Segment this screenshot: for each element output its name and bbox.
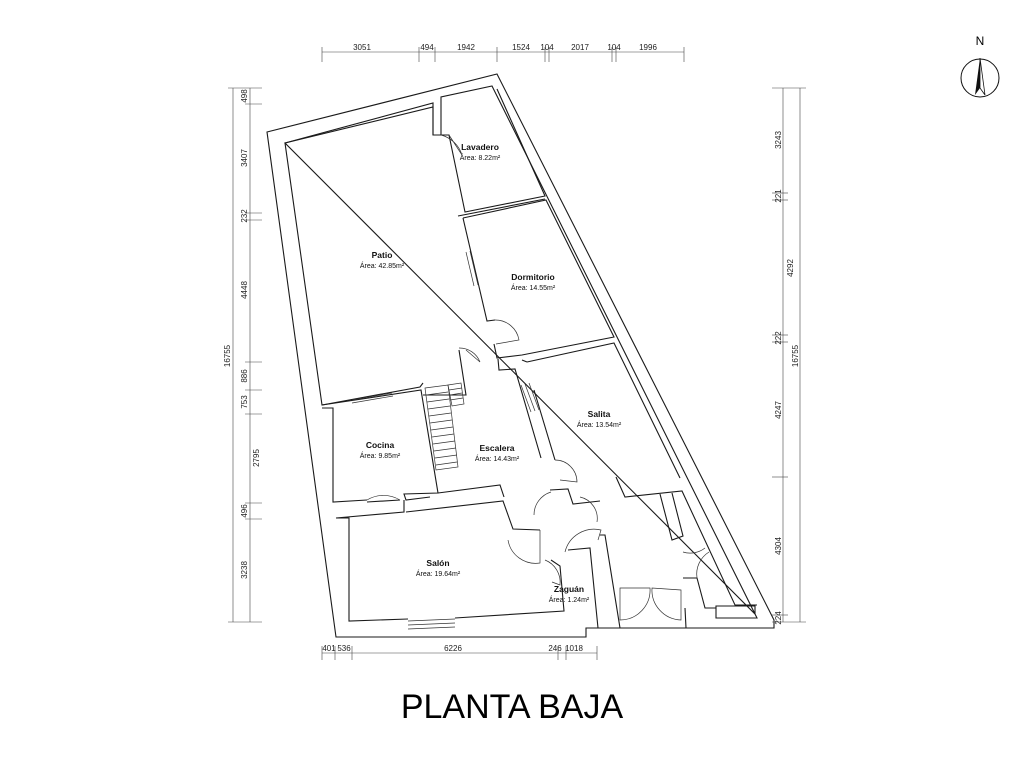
door-side: [682, 547, 706, 554]
door-salon: [507, 530, 541, 564]
room-area-escalera: Área: 14.43m²: [475, 454, 520, 463]
dim-bottom-4: 1018: [565, 644, 583, 653]
door-zaguan: [544, 559, 561, 586]
dim-top-0: 3051: [353, 43, 371, 52]
dimension-top: 3051 494 1942 1524 104 2017 104 1996: [321, 43, 685, 62]
dim-top-2: 1942: [457, 43, 475, 52]
dim-left-7: 496: [240, 504, 249, 518]
room-area-zaguan: Área: 1.24m²: [549, 595, 590, 604]
room-area-salita: Área: 13.54m²: [577, 420, 622, 429]
room-name-escalera: Escalera: [480, 443, 515, 453]
room-name-lavadero: Lavadero: [461, 142, 499, 152]
interior-walls: [284, 88, 757, 629]
north-label: N: [976, 34, 985, 48]
room-name-cocina: Cocina: [366, 440, 395, 450]
dim-right-1: 221: [774, 189, 783, 203]
dim-bottom-0: 401: [322, 644, 336, 653]
dim-bottom-1: 536: [337, 644, 351, 653]
dim-right-3: 222: [774, 331, 783, 345]
dim-left-total: 16755: [223, 344, 232, 367]
window-dormitorio: [465, 250, 479, 287]
dim-right-4: 4247: [774, 401, 783, 419]
window-patio: [351, 392, 394, 404]
room-name-zaguan: Zaguán: [554, 584, 584, 594]
dim-top-4: 104: [540, 43, 554, 52]
door-cocina: [366, 495, 401, 501]
dimension-left: 498 3407 232 4448 886 753 2795 496 3238 …: [223, 87, 262, 623]
dim-bottom-3: 246: [548, 644, 562, 653]
dim-right-2: 4292: [786, 259, 795, 277]
dim-right-6: 224: [774, 611, 783, 625]
dimension-right: 3243 221 4292 222 4247 4304 224 16755: [772, 87, 806, 625]
door-escalera-2: [533, 491, 552, 516]
door-escalera-3: [564, 528, 602, 553]
windows: [351, 250, 540, 630]
dimension-bottom: 401 536 6226 246 1018: [321, 644, 598, 660]
door-side-2: [696, 551, 710, 579]
dim-left-3: 4448: [240, 281, 249, 299]
plan-title: PLANTA BAJA: [401, 688, 624, 726]
window-salon: [407, 618, 456, 630]
room-area-lavadero: Área: 8.22m²: [460, 153, 501, 162]
window-salita: [520, 382, 540, 413]
room-name-salon: Salón: [426, 558, 449, 568]
dim-left-8: 3238: [240, 561, 249, 579]
door-patio: [458, 347, 481, 363]
dim-left-0: 498: [240, 89, 249, 103]
dim-top-6: 104: [607, 43, 621, 52]
dim-right-0: 3243: [774, 131, 783, 149]
stairs: [424, 382, 465, 471]
room-name-salita: Salita: [588, 409, 611, 419]
door-entrance-right: [651, 587, 682, 621]
dim-right-total: 16755: [791, 344, 800, 367]
room-name-dormitorio: Dormitorio: [511, 272, 554, 282]
room-area-dormitorio: Área: 14.55m²: [511, 283, 556, 292]
dim-top-1: 494: [420, 43, 434, 52]
door-entrance-left: [619, 587, 651, 621]
room-name-patio: Patio: [372, 250, 393, 260]
room-area-salon: Área: 19.64m²: [416, 569, 461, 578]
north-arrow-icon: N: [960, 34, 1000, 98]
dim-top-7: 1996: [639, 43, 657, 52]
room-area-cocina: Área: 9.85m²: [360, 451, 401, 460]
door-lavadero: [440, 134, 463, 156]
dim-top-5: 2017: [571, 43, 589, 52]
dim-bottom-2: 6226: [444, 644, 462, 653]
dim-left-6: 2795: [252, 449, 261, 467]
door-escalera-1: [579, 496, 598, 523]
room-area-patio: Área: 42.85m²: [360, 261, 405, 270]
dim-left-1: 3407: [240, 149, 249, 167]
dim-right-5: 4304: [774, 537, 783, 555]
dim-top-3: 1524: [512, 43, 530, 52]
door-salita: [554, 459, 578, 483]
dim-left-2: 232: [240, 209, 249, 223]
room-labels: Lavadero Área: 8.22m² Patio Área: 42.85m…: [360, 142, 622, 604]
doors: [366, 134, 710, 621]
dim-left-5: 753: [240, 395, 249, 409]
door-dormitorio: [494, 319, 520, 345]
dim-left-4: 886: [240, 369, 249, 383]
